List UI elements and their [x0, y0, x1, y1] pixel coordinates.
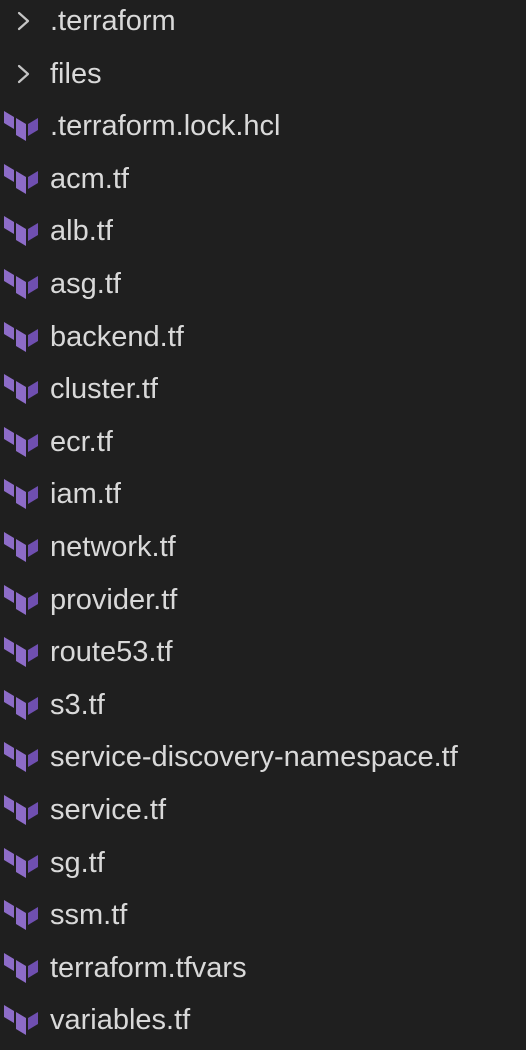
terraform-icon	[0, 889, 50, 941]
terraform-icon	[0, 942, 50, 994]
file-item-backend-tf[interactable]: backend.tf	[0, 311, 526, 363]
folder-item-dot-terraform[interactable]: .terraform	[0, 0, 526, 47]
file-item-ecr-tf[interactable]: ecr.tf	[0, 416, 526, 468]
chevron-right-icon	[0, 48, 50, 100]
file-item-s3-tf[interactable]: s3.tf	[0, 679, 526, 731]
terraform-icon	[0, 153, 50, 205]
file-item-route53-tf[interactable]: route53.tf	[0, 626, 526, 678]
file-item-variables-tf[interactable]: variables.tf	[0, 994, 526, 1046]
file-item-provider-tf[interactable]: provider.tf	[0, 574, 526, 626]
file-item-dot-terraform-lock-hcl[interactable]: .terraform.lock.hcl	[0, 100, 526, 152]
terraform-icon	[0, 679, 50, 731]
file-item-ssm-tf[interactable]: ssm.tf	[0, 889, 526, 941]
file-label: sg.tf	[50, 846, 105, 879]
terraform-icon	[0, 311, 50, 363]
file-label: route53.tf	[50, 636, 173, 669]
file-item-asg-tf[interactable]: asg.tf	[0, 258, 526, 310]
file-item-alb-tf[interactable]: alb.tf	[0, 205, 526, 257]
file-label: service-discovery-namespace.tf	[50, 741, 458, 774]
file-label: service.tf	[50, 794, 167, 826]
file-label: provider.tf	[50, 583, 178, 616]
file-item-service-tf[interactable]: service.tf	[0, 784, 526, 836]
file-label: backend.tf	[50, 320, 184, 353]
terraform-icon	[0, 994, 50, 1046]
file-label: terraform.tfvars	[50, 951, 247, 984]
file-label: ssm.tf	[50, 899, 128, 932]
file-item-service-discovery-namespace-tf[interactable]: service-discovery-namespace.tf	[0, 731, 526, 783]
terraform-icon	[0, 521, 50, 573]
terraform-icon	[0, 363, 50, 415]
file-item-terraform-tfvars[interactable]: terraform.tfvars	[0, 942, 526, 994]
terraform-icon	[0, 258, 50, 310]
file-label: alb.tf	[50, 215, 113, 248]
terraform-icon	[0, 468, 50, 520]
file-item-network-tf[interactable]: network.tf	[0, 521, 526, 573]
folder-label: files	[50, 57, 102, 90]
file-label: network.tf	[50, 531, 176, 563]
file-label: .terraform.lock.hcl	[50, 110, 281, 143]
terraform-icon	[0, 416, 50, 468]
file-label: asg.tf	[50, 268, 121, 300]
terraform-icon	[0, 626, 50, 678]
file-label: ecr.tf	[50, 425, 113, 458]
terraform-icon	[0, 574, 50, 626]
file-label: variables.tf	[50, 1004, 191, 1037]
file-item-acm-tf[interactable]: acm.tf	[0, 153, 526, 205]
terraform-icon	[0, 837, 50, 889]
file-label: acm.tf	[50, 162, 129, 195]
file-item-sg-tf[interactable]: sg.tf	[0, 837, 526, 889]
terraform-icon	[0, 205, 50, 257]
terraform-icon	[0, 100, 50, 152]
terraform-icon	[0, 731, 50, 783]
folder-item-files[interactable]: files	[0, 48, 526, 100]
terraform-icon	[0, 784, 50, 836]
file-label: s3.tf	[50, 688, 105, 721]
chevron-right-icon	[0, 0, 50, 47]
file-label: iam.tf	[50, 478, 121, 511]
file-item-cluster-tf[interactable]: cluster.tf	[0, 363, 526, 415]
folder-label: .terraform	[50, 5, 176, 37]
file-label: cluster.tf	[50, 373, 158, 406]
file-item-iam-tf[interactable]: iam.tf	[0, 468, 526, 520]
